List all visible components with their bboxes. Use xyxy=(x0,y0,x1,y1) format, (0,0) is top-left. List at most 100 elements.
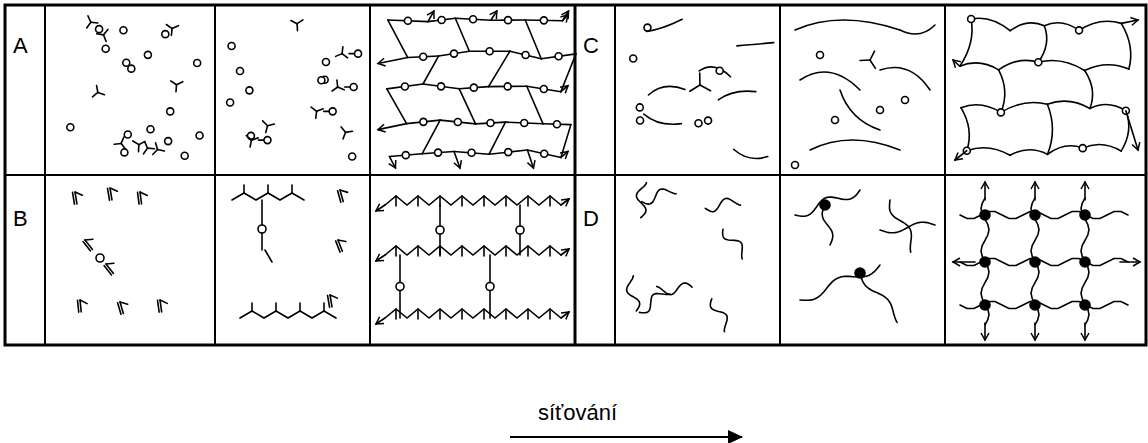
monomer-circle xyxy=(258,225,266,233)
bond-line xyxy=(80,300,81,312)
monomer-circle xyxy=(438,83,445,90)
bond-line xyxy=(549,309,551,319)
monomer-circle xyxy=(194,59,201,66)
bond-line xyxy=(323,303,325,311)
crosslink-dot xyxy=(1080,257,1090,267)
bond-line xyxy=(73,192,75,204)
bond-line xyxy=(133,141,139,145)
bond-line xyxy=(251,138,258,140)
bond-line xyxy=(175,85,177,92)
monomer-circle xyxy=(454,118,461,125)
bond-line xyxy=(461,246,463,256)
chain-curve xyxy=(860,273,897,323)
bond-line xyxy=(85,238,93,240)
bond-line xyxy=(263,121,268,126)
bond-line xyxy=(338,191,341,203)
monomer-circle xyxy=(695,120,702,127)
chain-curve xyxy=(900,25,935,34)
monomer-circle xyxy=(504,83,511,90)
monomer-circle xyxy=(553,121,560,128)
monomer-circle xyxy=(630,55,637,62)
bond-line xyxy=(455,18,469,51)
bond-line xyxy=(317,109,323,112)
chain-curve xyxy=(1081,198,1089,325)
bond-line xyxy=(489,122,505,154)
bond-line xyxy=(246,136,251,141)
chain-curve xyxy=(647,19,682,31)
bond-line xyxy=(340,190,348,192)
monomer-circle xyxy=(181,152,188,159)
monomer-circle xyxy=(451,50,458,57)
monomer-circle xyxy=(637,117,644,124)
bond-line xyxy=(261,200,263,225)
bond-line xyxy=(1084,182,1086,200)
bond-line xyxy=(417,196,419,206)
bond-line xyxy=(296,24,298,31)
monomer-circle xyxy=(644,24,651,31)
monomer-circle xyxy=(165,138,172,145)
monomer-circle xyxy=(102,45,109,52)
bond-line xyxy=(91,21,98,23)
monomer-circle xyxy=(167,108,174,115)
monomer-circle xyxy=(124,131,131,138)
crosslink-dot xyxy=(980,210,990,220)
bond-line xyxy=(561,86,568,92)
crosslink-dot xyxy=(980,257,990,267)
bond-line xyxy=(138,192,140,204)
bond-line xyxy=(140,192,142,204)
bond-line xyxy=(332,87,338,91)
crosslink-dot xyxy=(1080,300,1090,310)
chain-curve xyxy=(795,20,900,30)
bond-line xyxy=(387,89,407,124)
chain-curve xyxy=(890,200,912,252)
monomer-circle xyxy=(329,108,336,115)
bond-line xyxy=(299,303,301,311)
monomer-circle xyxy=(401,83,408,90)
chain-curve xyxy=(961,108,969,151)
bond-line xyxy=(243,185,245,193)
bond-line xyxy=(417,309,419,319)
monomer-circle xyxy=(128,65,135,72)
monomer-circle xyxy=(1076,27,1083,34)
monomer-circle xyxy=(350,84,357,91)
monomer-circle xyxy=(162,31,169,38)
monomer-circle xyxy=(402,152,409,159)
chain-curve xyxy=(1010,23,1044,31)
chain-curve xyxy=(822,205,833,245)
bond-line xyxy=(561,125,571,158)
monomer-circle xyxy=(486,283,494,291)
bond-line xyxy=(120,302,128,304)
molecule-drawings xyxy=(67,11,1140,340)
bond-line xyxy=(690,85,700,91)
chain-curve xyxy=(840,90,880,130)
bond-line xyxy=(1034,182,1036,200)
chain-curve xyxy=(718,91,756,100)
bond-line xyxy=(121,143,125,149)
monomer-circle xyxy=(349,153,356,160)
bond-line xyxy=(291,185,293,193)
bond-line xyxy=(505,309,507,319)
bond-line xyxy=(156,143,158,150)
bond-line xyxy=(510,51,541,59)
monomer-circle xyxy=(470,16,477,23)
bond-line xyxy=(158,149,165,151)
bond-line xyxy=(527,150,560,157)
monomer-circle xyxy=(540,85,547,92)
bond-line xyxy=(110,188,112,200)
bond-line xyxy=(80,300,87,304)
monomer-circle xyxy=(540,17,547,24)
process-label: síťování xyxy=(538,402,617,424)
bond-line xyxy=(1120,261,1140,263)
chain-curve xyxy=(648,86,685,95)
bond-line xyxy=(483,196,485,206)
bond-line xyxy=(265,250,272,262)
chain-curve xyxy=(639,294,669,313)
bond-line xyxy=(118,303,121,315)
bond-line xyxy=(140,192,147,195)
bond-line xyxy=(1126,111,1138,150)
bond-line xyxy=(549,246,551,256)
bond-line xyxy=(87,22,91,28)
bond-line xyxy=(423,56,439,84)
bond-line xyxy=(75,192,77,204)
